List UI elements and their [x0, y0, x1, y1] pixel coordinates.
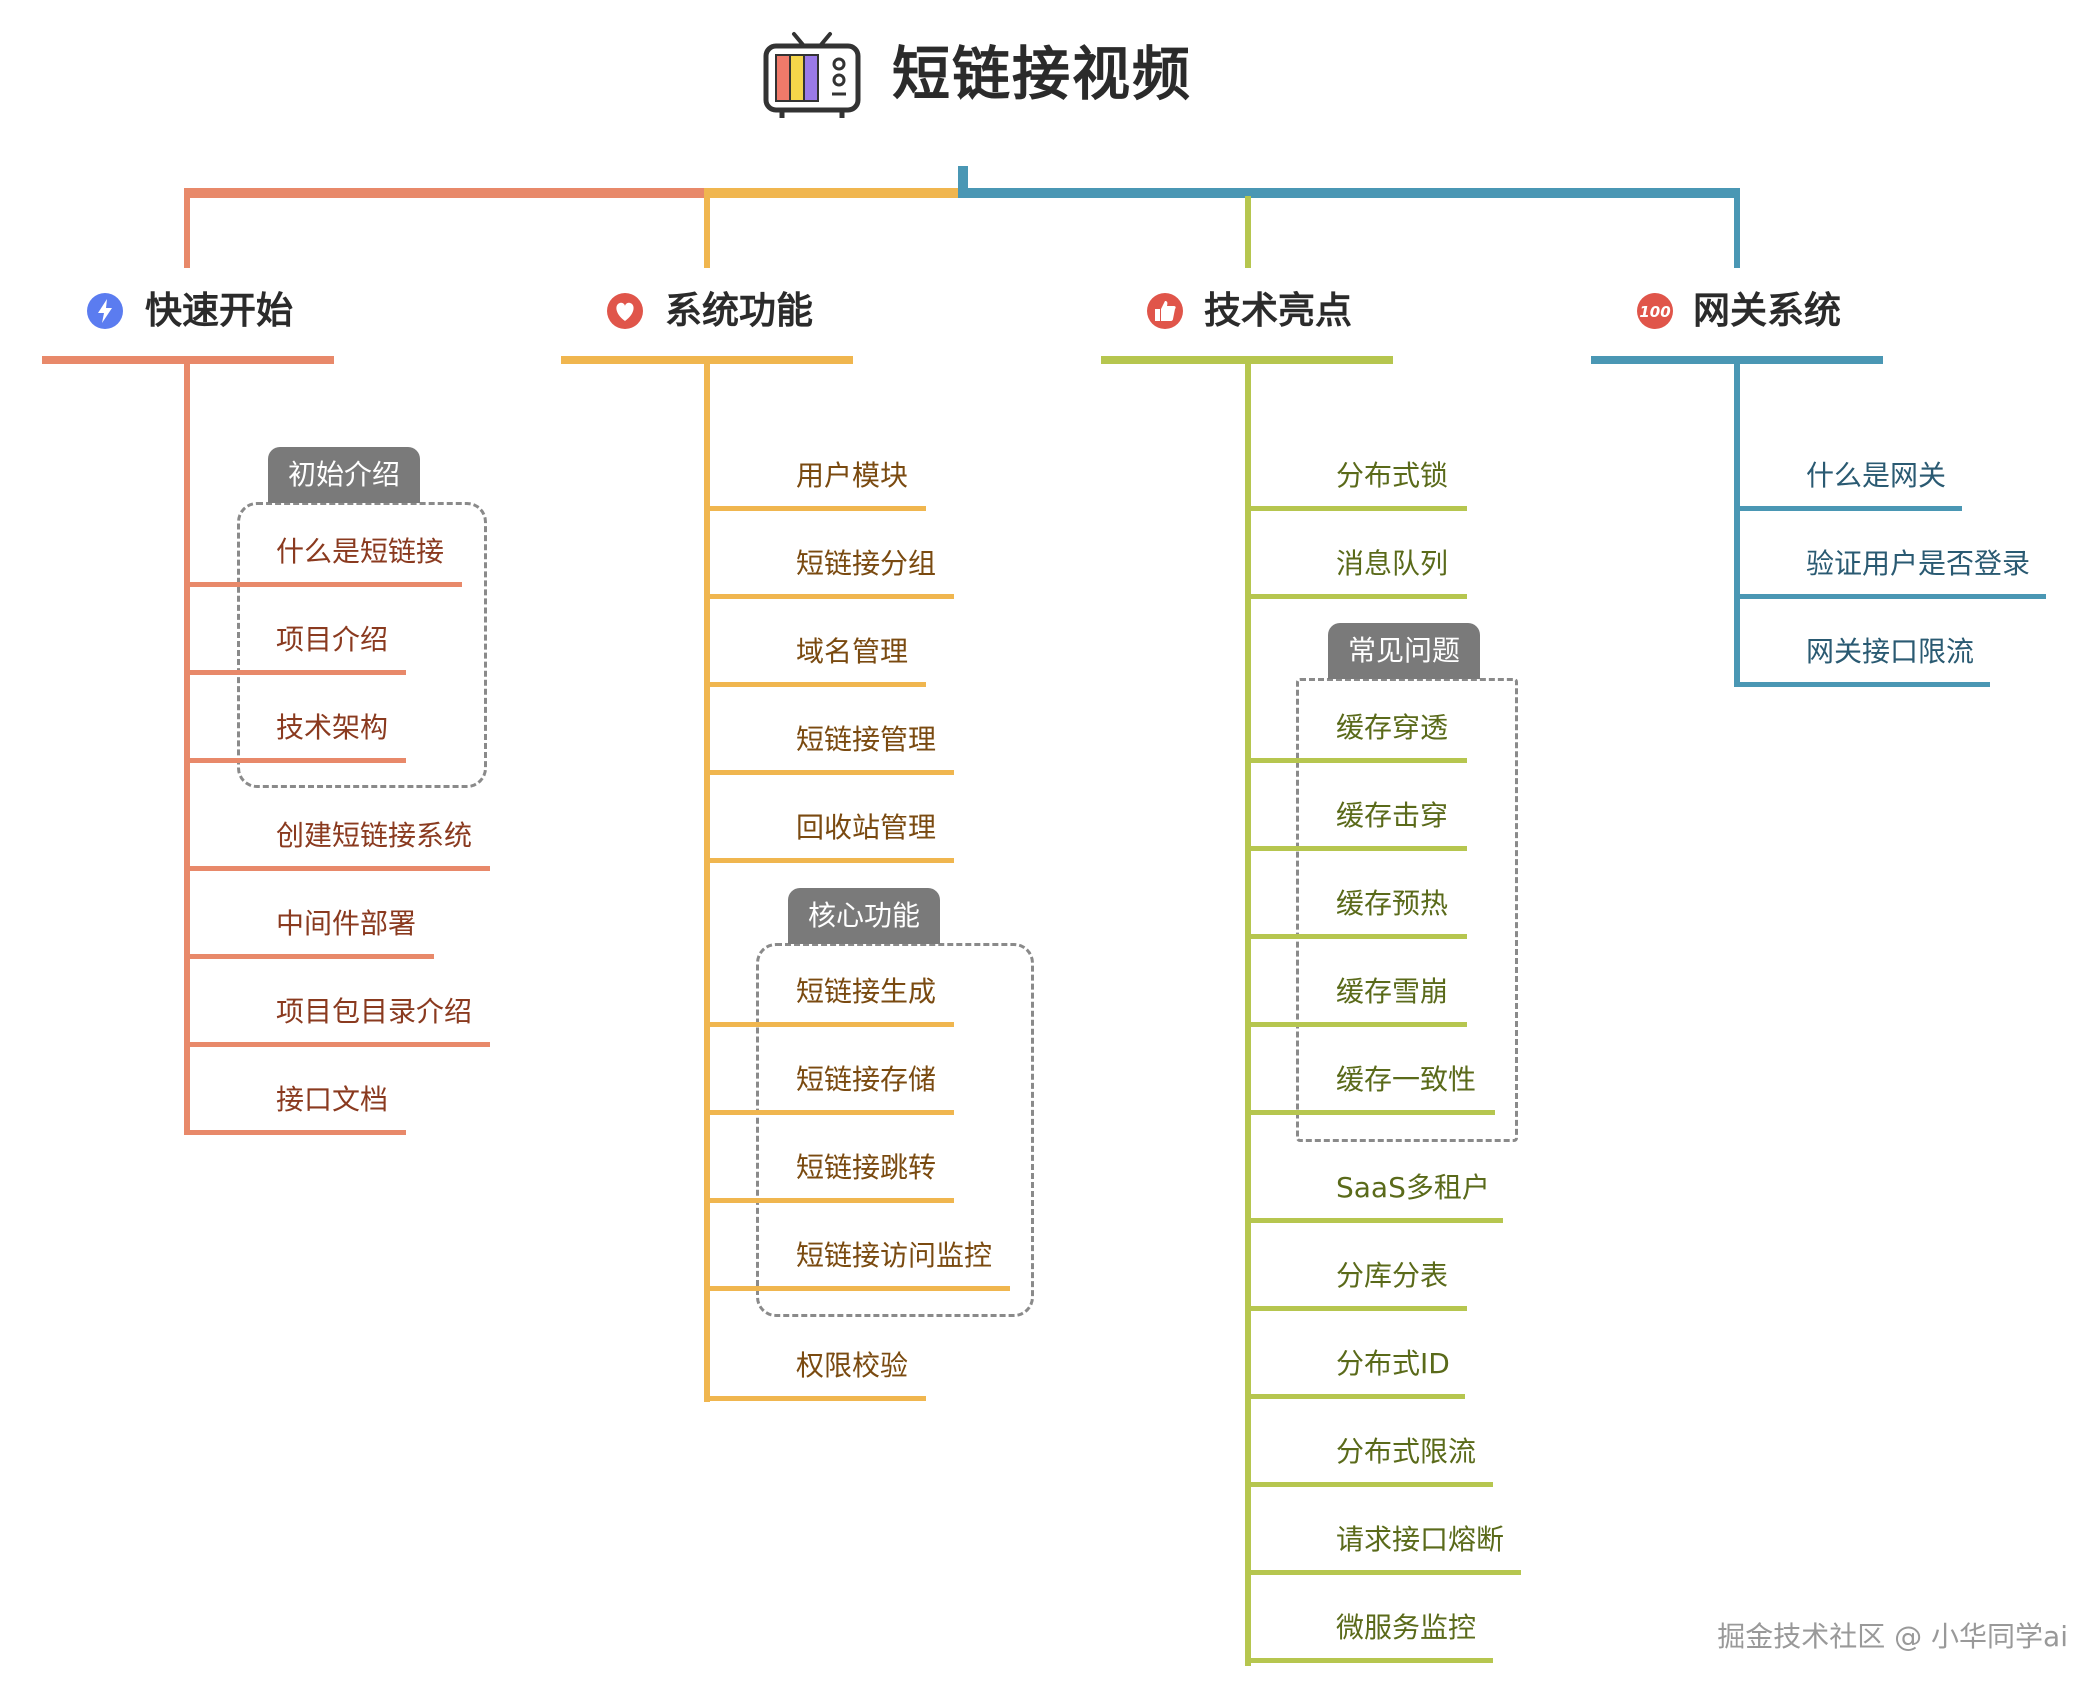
drop-green: [1245, 196, 1251, 268]
group-box-intro: [237, 502, 487, 788]
leaf-link-monitor: 短链接访问监控: [796, 1239, 993, 1272]
leaf-line: [1245, 1570, 1521, 1575]
leaf-line: [184, 670, 406, 675]
leaf-line: [704, 594, 954, 599]
leaf-verify-login: 验证用户是否登录: [1806, 547, 2031, 580]
leaf-line: [704, 1022, 954, 1027]
leaf-line: [1245, 1658, 1493, 1663]
leaf-line: [1245, 506, 1467, 511]
leaf-message-queue: 消息队列: [1336, 547, 1449, 580]
leaf-microservice-monitor: 微服务监控: [1336, 1611, 1477, 1644]
leaf-user-module: 用户模块: [796, 459, 909, 492]
leaf-line: [184, 954, 434, 959]
leaf-line: [1245, 758, 1467, 763]
leaf-line: [704, 1110, 954, 1115]
category-label-system-features: 系统功能: [665, 289, 813, 332]
leaf-permission-check: 权限校验: [796, 1349, 909, 1382]
thumbs-up-icon: [1147, 293, 1183, 329]
top-bar-yellow: [704, 188, 962, 198]
leaf-line: [1245, 1022, 1467, 1027]
leaf-cache-warmup: 缓存预热: [1336, 887, 1449, 920]
leaf-line: [704, 506, 926, 511]
watermark: 掘金技术社区 @ 小华同学ai: [1717, 1620, 2068, 1653]
drop-orange: [184, 188, 190, 268]
drop-blue: [1734, 188, 1740, 268]
leaf-recycle-bin: 回收站管理: [796, 811, 937, 844]
leaf-line: [184, 1130, 406, 1135]
leaf-saas-multitenant: SaaS多租户: [1336, 1171, 1490, 1204]
group-badge-faq: 常见问题: [1328, 623, 1481, 679]
diagram-title: 短链接视频: [892, 40, 1193, 108]
leaf-link-management: 短链接管理: [796, 723, 937, 756]
tv-icon: [763, 32, 861, 118]
leaf-distributed-lock: 分布式锁: [1336, 459, 1449, 492]
leaf-link-storage: 短链接存储: [796, 1063, 937, 1096]
leaf-cache-consistency: 缓存一致性: [1336, 1063, 1477, 1096]
leaf-package-dir: 项目包目录介绍: [276, 995, 473, 1028]
group-badge-intro: 初始介绍: [268, 447, 421, 503]
group-badge-core: 核心功能: [788, 888, 941, 944]
lightning-icon: [87, 293, 123, 329]
leaf-line: [1245, 934, 1467, 939]
leaf-link-redirect: 短链接跳转: [796, 1151, 937, 1184]
leaf-line: [1734, 682, 1990, 687]
leaf-line: [1734, 506, 1962, 511]
leaf-line: [704, 682, 926, 687]
leaf-create-system: 创建短链接系统: [276, 819, 473, 852]
leaf-middleware-deploy: 中间件部署: [276, 907, 417, 940]
category-label-gateway: 网关系统: [1693, 289, 1841, 332]
leaf-link-group: 短链接分组: [796, 547, 937, 580]
leaf-line: [184, 866, 490, 871]
leaf-cache-avalanche: 缓存雪崩: [1336, 975, 1449, 1008]
leaf-distributed-id: 分布式ID: [1336, 1347, 1450, 1380]
category-label-tech-highlights: 技术亮点: [1204, 289, 1352, 332]
leaf-project-intro: 项目介绍: [276, 623, 389, 656]
drop-yellow: [704, 188, 710, 268]
leaf-line: [704, 770, 954, 775]
svg-text:100: 100: [1639, 303, 1670, 321]
leaf-gateway-rate-limit: 网关接口限流: [1806, 635, 1975, 668]
group-box-core: [756, 943, 1034, 1317]
top-stem: [958, 166, 968, 198]
leaf-tech-architecture: 技术架构: [276, 711, 389, 744]
leaf-line: [1245, 1218, 1503, 1223]
leaf-line: [1245, 1482, 1493, 1487]
leaf-link-generate: 短链接生成: [796, 975, 937, 1008]
leaf-line: [1245, 1306, 1467, 1311]
leaf-api-docs: 接口文档: [276, 1083, 389, 1116]
leaf-cache-penetration: 缓存穿透: [1336, 711, 1449, 744]
group-box-faq: [1296, 678, 1518, 1142]
leaf-circuit-breaker: 请求接口熔断: [1336, 1523, 1505, 1556]
top-bar-blue: [958, 188, 1740, 198]
leaf-line: [704, 1198, 954, 1203]
leaf-sharding: 分库分表: [1336, 1259, 1449, 1292]
leaf-what-is-short-link: 什么是短链接: [276, 535, 445, 568]
leaf-what-is-gateway: 什么是网关: [1806, 459, 1947, 492]
leaf-cache-breakdown: 缓存击穿: [1336, 799, 1449, 832]
leaf-line: [704, 1286, 1010, 1291]
leaf-line: [184, 582, 462, 587]
leaf-line: [1734, 594, 2046, 599]
leaf-line: [1245, 1110, 1495, 1115]
leaf-line: [1245, 846, 1467, 851]
branch-trunk-system-features: [704, 356, 710, 1402]
heart-icon: [607, 293, 643, 329]
branch-trunk-tech-highlights: [1245, 356, 1251, 1666]
leaf-domain-management: 域名管理: [796, 635, 909, 668]
leaf-line: [1245, 1394, 1465, 1399]
leaf-line: [704, 858, 954, 863]
hundred-icon: 100: [1637, 293, 1673, 329]
leaf-distributed-rate-limit: 分布式限流: [1336, 1435, 1477, 1468]
leaf-line: [184, 758, 406, 763]
leaf-line: [1245, 594, 1467, 599]
category-label-quick-start: 快速开始: [145, 289, 293, 332]
branch-trunk-quick-start: [184, 356, 190, 1135]
branch-trunk-gateway: [1734, 356, 1740, 686]
leaf-line: [704, 1396, 926, 1401]
top-bar-orange: [184, 188, 704, 198]
leaf-line: [184, 1042, 490, 1047]
